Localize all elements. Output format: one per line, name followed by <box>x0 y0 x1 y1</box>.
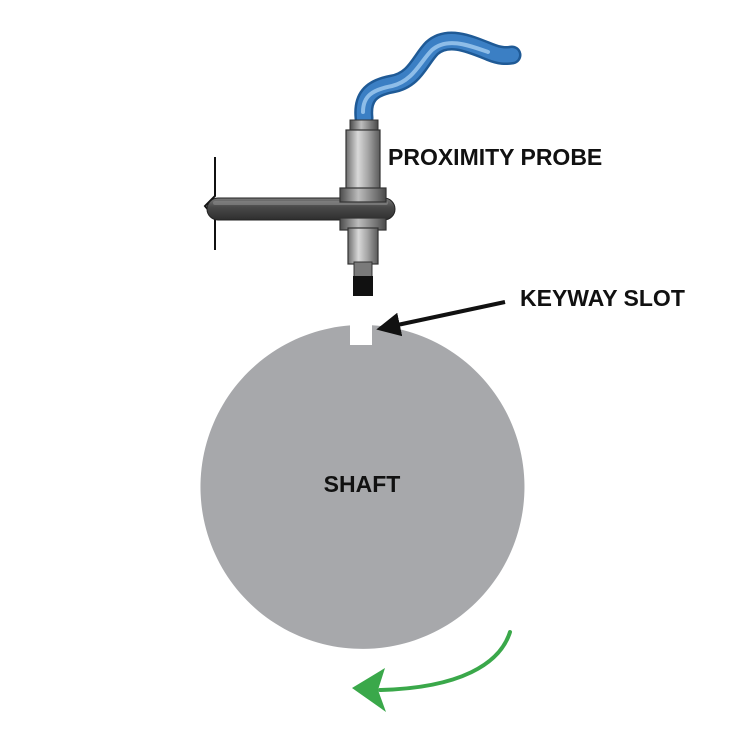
mounting-bracket <box>203 157 396 250</box>
rotation-arrow-icon <box>352 630 512 712</box>
probe-label: PROXIMITY PROBE <box>388 144 602 170</box>
keyway-label: KEYWAY SLOT <box>520 285 685 311</box>
pointer-arrow-icon <box>376 300 506 337</box>
shaft <box>200 325 525 649</box>
proximity-probe-icon <box>339 119 387 296</box>
shaft-label: SHAFT <box>324 471 401 497</box>
probe-cable <box>354 31 522 128</box>
